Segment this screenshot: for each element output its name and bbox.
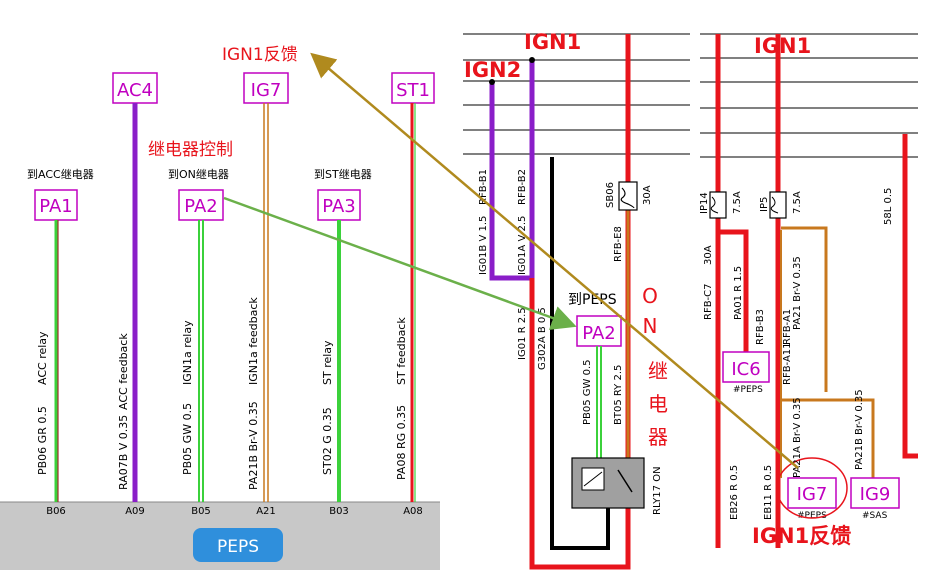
svg-text:IG01A V 2.5: IG01A V 2.5 bbox=[517, 216, 528, 275]
wire-function-5: ST feedback bbox=[395, 317, 408, 385]
svg-text:RFB-A1: RFB-A1 bbox=[782, 309, 793, 345]
wire-code-5: PA08 RG 0.35 bbox=[395, 405, 408, 480]
svg-text:#PEPS: #PEPS bbox=[733, 385, 763, 395]
svg-text:RFB-E8: RFB-E8 bbox=[613, 226, 624, 262]
svg-text:PA01 R 1.5: PA01 R 1.5 bbox=[733, 266, 744, 320]
peps-ecu-badge bbox=[193, 528, 283, 562]
pa1-label: PA1 bbox=[39, 196, 72, 217]
right-ig9-label: IG9 bbox=[860, 484, 891, 505]
svg-text:PA21 Br-V 0.35: PA21 Br-V 0.35 bbox=[792, 256, 803, 330]
right-ign1-feedback: IGN1反馈 bbox=[752, 524, 851, 548]
fuse-sb06-rating: 30A bbox=[642, 185, 653, 205]
on-relay-caption: O N 继 电 器 bbox=[642, 284, 668, 449]
svg-text:IG01B V 1.5: IG01B V 1.5 bbox=[478, 216, 489, 275]
ig7-label: IG7 bbox=[251, 80, 282, 101]
pin-0: B06 bbox=[46, 506, 66, 517]
svg-text:RFB-B1: RFB-B1 bbox=[478, 169, 489, 205]
pa3-label: PA3 bbox=[322, 196, 355, 217]
pin-2: B05 bbox=[191, 506, 211, 517]
svg-text:继: 继 bbox=[648, 359, 668, 383]
svg-text:N: N bbox=[643, 314, 658, 338]
middle-ign1-label: IGN1 bbox=[524, 30, 581, 54]
relay-note-acc: 到ACC继电器 bbox=[27, 168, 94, 181]
svg-text:PA21A Br-V 0.35: PA21A Br-V 0.35 bbox=[792, 397, 803, 478]
relay-note-on: 到ON继电器 bbox=[168, 168, 229, 181]
fuse-sb06 bbox=[618, 181, 638, 211]
ign1-feedback-title: IGN1反馈 bbox=[222, 45, 298, 65]
pin-1: A09 bbox=[125, 506, 145, 517]
middle-pa2-label: PA2 bbox=[582, 323, 615, 344]
svg-text:RFB-B2: RFB-B2 bbox=[517, 169, 528, 205]
right-ig7-label: IG7 bbox=[797, 484, 828, 505]
relay-name: RLY17 ON bbox=[652, 466, 663, 515]
middle-ign2-label: IGN2 bbox=[464, 58, 521, 82]
svg-text:IP14: IP14 bbox=[699, 192, 710, 214]
svg-text:器: 器 bbox=[648, 425, 668, 449]
right-panel: IGN1 IP14 7.5A IP5 7.5A IC6 #PEPS IG7 #P… bbox=[699, 33, 918, 548]
ac4-label: AC4 bbox=[117, 80, 153, 101]
ic6-box bbox=[722, 351, 770, 383]
svg-text:O: O bbox=[642, 284, 658, 308]
pa3-box bbox=[317, 189, 361, 221]
ig9-pin-box bbox=[850, 477, 900, 509]
wire-function-4: ST relay bbox=[321, 340, 334, 385]
svg-text:7.5A: 7.5A bbox=[732, 191, 743, 214]
fuse-ip14 bbox=[709, 191, 727, 219]
feedback-arrow bbox=[310, 52, 799, 469]
left-wires bbox=[54, 103, 416, 502]
svg-text:电: 电 bbox=[648, 392, 668, 416]
svg-text:IP5: IP5 bbox=[759, 197, 770, 212]
fuse-sb06-id: SB06 bbox=[605, 182, 616, 208]
wire-function-0: ACC relay bbox=[36, 331, 49, 385]
fuse-ip5 bbox=[769, 191, 787, 219]
svg-text:EB11 R 0.5: EB11 R 0.5 bbox=[763, 465, 774, 520]
right-ign1-label: IGN1 bbox=[754, 34, 811, 58]
pin-3: A21 bbox=[256, 506, 276, 517]
svg-text:58L 0.5: 58L 0.5 bbox=[883, 188, 894, 225]
relay-note-st: 到ST继电器 bbox=[314, 168, 372, 181]
svg-text:EB26 R 0.5: EB26 R 0.5 bbox=[729, 465, 740, 520]
wire-ign2-loop bbox=[489, 60, 535, 281]
peps-ecu-label: PEPS bbox=[217, 537, 259, 557]
wire-ground bbox=[550, 157, 610, 550]
st1-box bbox=[391, 72, 435, 104]
wire-function-2: IGN1a relay bbox=[181, 320, 194, 385]
relay-control-arrow bbox=[223, 196, 577, 330]
middle-panel: IGN1 IGN2 SB06 30A 到PEPS PA2 RLY17 ON O bbox=[463, 30, 690, 570]
relay-control-title: 继电器控制 bbox=[148, 140, 233, 160]
svg-text:7.5A: 7.5A bbox=[792, 191, 803, 214]
svg-text:#PEPS: #PEPS bbox=[797, 511, 827, 521]
svg-text:30A: 30A bbox=[703, 245, 714, 265]
wire-code-2: PB05 GW 0.5 bbox=[181, 403, 194, 475]
pin-4: B03 bbox=[329, 506, 349, 517]
wire-code-0: PB06 GR 0.5 bbox=[36, 406, 49, 475]
pin-5: A08 bbox=[403, 506, 423, 517]
ig7-box bbox=[243, 72, 289, 104]
wire-function-1: ACC feedback bbox=[117, 333, 130, 410]
pa2-box bbox=[178, 189, 224, 221]
wire-function-3: IGN1a feedback bbox=[247, 297, 260, 385]
ig7-highlight-circle bbox=[776, 457, 848, 519]
middle-pa2-box bbox=[576, 315, 622, 347]
svg-text:RFB-B3: RFB-B3 bbox=[755, 309, 766, 345]
svg-text:RFB-A11: RFB-A11 bbox=[782, 342, 793, 385]
svg-text:IG01 R 2.5: IG01 R 2.5 bbox=[517, 307, 528, 360]
svg-text:RFB-C7: RFB-C7 bbox=[703, 283, 714, 320]
st1-label: ST1 bbox=[396, 80, 430, 101]
left-panel: PEPS AC4 IG7 ST1 IGN1反馈 继电器控制 到ACC继电器 到O… bbox=[0, 45, 440, 570]
wire-code-4: ST02 G 0.35 bbox=[321, 407, 334, 475]
svg-text:G302A B 0.5: G302A B 0.5 bbox=[537, 307, 548, 370]
svg-text:PA21B Br-V 0.35: PA21B Br-V 0.35 bbox=[854, 389, 865, 470]
ig7-pin-box bbox=[787, 477, 837, 509]
svg-text:PB05 GW 0.5: PB05 GW 0.5 bbox=[582, 359, 593, 425]
pa2-label: PA2 bbox=[184, 196, 217, 217]
svg-text:#SAS: #SAS bbox=[862, 511, 888, 521]
svg-text:BT05 RY 2.5: BT05 RY 2.5 bbox=[613, 365, 624, 425]
ic6-label: IC6 bbox=[731, 359, 760, 380]
wire-code-3: PA21B Br-V 0.35 bbox=[247, 401, 260, 490]
wire-code-1: RA07B V 0.35 bbox=[117, 415, 130, 490]
